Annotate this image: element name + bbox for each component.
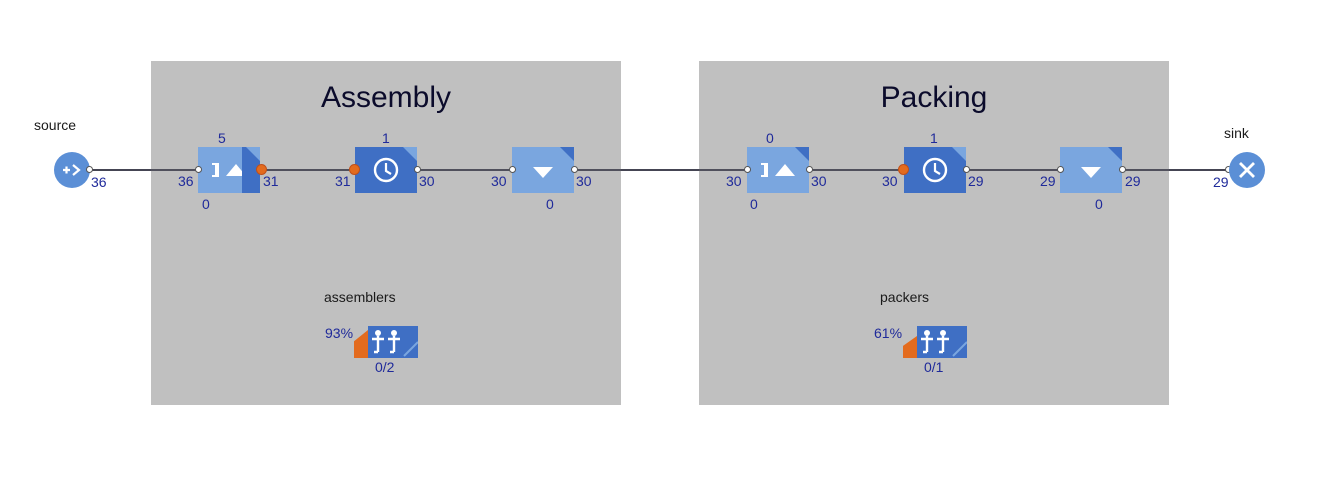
clock-icon (922, 147, 966, 183)
packers-label: packers (880, 289, 930, 305)
asm-combine-out-port[interactable] (256, 164, 267, 175)
packing-release-block[interactable] (1060, 147, 1122, 193)
source-label: source (34, 117, 77, 133)
asm-combine-in-count: 36 (178, 173, 194, 189)
pack-release-bottom-count: 0 (1095, 196, 1103, 212)
asm-release-bottom-count: 0 (546, 196, 554, 212)
asm-combine-top-count: 5 (218, 130, 226, 146)
asm-combine-bottom-count: 0 (202, 196, 210, 212)
sink-label: sink (1224, 125, 1249, 141)
seize-icon (212, 147, 260, 193)
close-icon (1239, 162, 1255, 178)
pack-delay-top-count: 1 (930, 130, 938, 146)
pack-delay-in-count: 30 (882, 173, 898, 189)
release-icon (533, 147, 574, 178)
seize-icon (761, 147, 809, 177)
asm-delay-out-port[interactable] (414, 166, 421, 173)
pack-delay-out-count: 29 (968, 173, 984, 189)
assembly-delay-block[interactable] (355, 147, 417, 193)
asm-delay-in-count: 31 (335, 173, 351, 189)
packing-delay-block[interactable] (904, 147, 966, 193)
assemblers-count: 0/2 (375, 359, 395, 375)
source-arrow-icon (63, 164, 81, 176)
pack-delay-in-port[interactable] (898, 164, 909, 175)
pack-seize-out-count: 30 (811, 173, 827, 189)
pack-release-out-count: 29 (1125, 173, 1141, 189)
assemblers-resource-pool[interactable] (368, 326, 419, 358)
asm-release-in-port[interactable] (509, 166, 516, 173)
pack-seize-out-port[interactable] (806, 166, 813, 173)
packing-seize-block[interactable] (747, 147, 809, 193)
packers-count: 0/1 (924, 359, 944, 375)
asm-release-in-count: 30 (491, 173, 507, 189)
workers-icon (921, 330, 968, 357)
pack-seize-in-count: 30 (726, 173, 742, 189)
packers-resource-pool[interactable] (917, 326, 968, 358)
asm-combine-out-count: 31 (263, 173, 279, 189)
pack-seize-top-count: 0 (766, 130, 774, 146)
assemblers-utilization: 93% (325, 325, 354, 341)
asm-release-out-port[interactable] (571, 166, 578, 173)
release-icon (1081, 147, 1122, 178)
source-out-port[interactable] (86, 166, 93, 173)
asm-delay-out-count: 30 (419, 173, 435, 189)
pack-release-in-count: 29 (1040, 173, 1056, 189)
pack-delay-out-port[interactable] (963, 166, 970, 173)
packers-utilization: 61% (874, 325, 903, 341)
packing-area-title: Packing (880, 81, 988, 114)
assembly-release-block[interactable] (512, 147, 574, 193)
assemblers-label: assemblers (324, 289, 396, 305)
assembly-area[interactable]: Assembly (151, 61, 621, 405)
pack-seize-in-port[interactable] (744, 166, 751, 173)
asm-delay-in-port[interactable] (349, 164, 360, 175)
assembly-area-title: Assembly (320, 81, 452, 114)
asm-release-out-count: 30 (576, 173, 592, 189)
workers-icon (372, 330, 419, 357)
sink-in-count: 29 (1213, 174, 1229, 190)
source-out-count: 36 (91, 174, 107, 190)
asm-delay-top-count: 1 (382, 130, 390, 146)
pack-release-out-port[interactable] (1119, 166, 1126, 173)
asm-combine-in-port[interactable] (195, 166, 202, 173)
source-block[interactable] (54, 152, 90, 188)
pack-seize-bottom-count: 0 (750, 196, 758, 212)
sink-block[interactable] (1229, 152, 1265, 188)
assembly-seize-block[interactable] (198, 147, 260, 193)
clock-icon (373, 147, 417, 183)
pack-release-in-port[interactable] (1057, 166, 1064, 173)
